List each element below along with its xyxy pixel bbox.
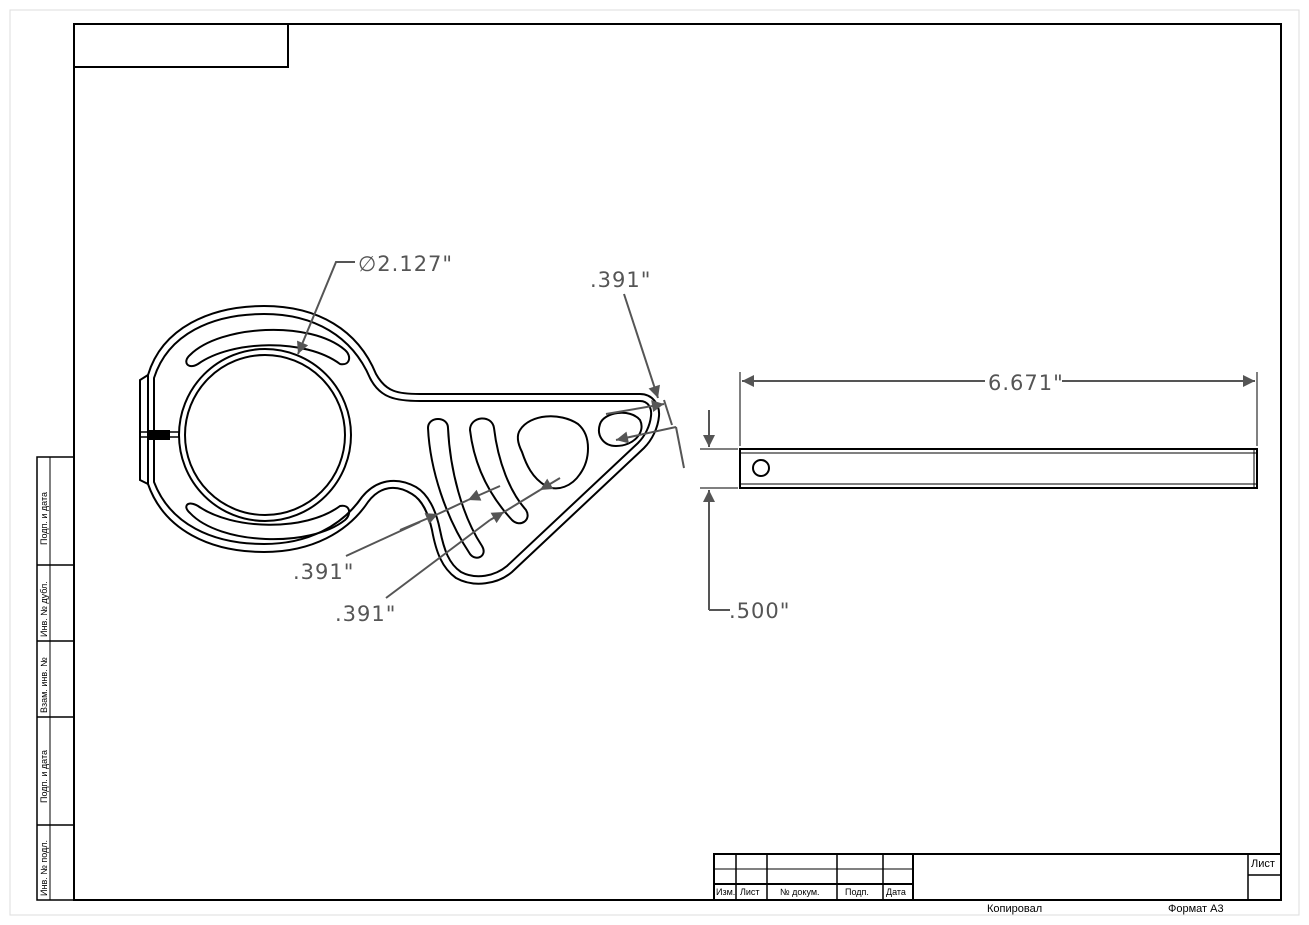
title-block: Изм. Лист № докум. Подп. Дата Лист Копир… xyxy=(713,853,1282,915)
dim-bar-length: 6.671" xyxy=(988,371,1064,395)
split-boss xyxy=(139,374,149,485)
arm-slot-2 xyxy=(468,417,529,525)
format-label: Формат А3 xyxy=(1168,903,1224,915)
diameter-leader xyxy=(297,261,355,355)
sheet-label: Лист xyxy=(1251,858,1275,870)
copied-label: Копировал xyxy=(987,903,1042,915)
dim-slot-width-left: .391" xyxy=(293,560,354,584)
dim-ring-diameter: ∅2.127" xyxy=(358,252,453,276)
col-date: Дата xyxy=(886,887,906,897)
side-label-podp-data-top: Подп. и дата xyxy=(39,492,49,545)
drawing-frame xyxy=(73,23,1282,901)
top-left-stamp xyxy=(73,23,289,68)
ring-bore xyxy=(178,348,352,522)
lower-crescent-slot xyxy=(185,502,351,541)
dimension-lines xyxy=(297,261,1258,611)
upper-crescent-slot xyxy=(185,328,351,368)
sheet-outer-edge xyxy=(9,9,1300,916)
dim-slot-width-bottom: .391" xyxy=(335,602,396,626)
end-slot xyxy=(598,411,643,448)
col-docnum: № докум. xyxy=(780,887,820,897)
dim-bar-thickness: .500" xyxy=(729,599,790,623)
bar-body xyxy=(739,448,1258,489)
ring-bore-inner xyxy=(184,354,346,516)
bar-side-view xyxy=(739,448,1258,489)
bar-hole xyxy=(752,459,770,477)
side-label-podp-data-bottom: Подп. и дата xyxy=(39,750,49,803)
bracket-outer-outline xyxy=(147,304,661,585)
bracket-outer-outline-inner xyxy=(153,312,653,578)
side-label-inv-dubl: Инв. № дубл. xyxy=(39,581,49,637)
col-list: Лист xyxy=(740,887,760,897)
side-stamp: Подп. и дата Инв. № дубл. Взам. инв. № П… xyxy=(36,456,75,901)
clamp-bracket-front-view xyxy=(139,304,661,585)
col-podp: Подп. xyxy=(845,887,869,897)
side-label-inv-podl: Инв. № подл. xyxy=(39,840,49,896)
arm-slot-1 xyxy=(426,418,485,559)
side-label-vzam-inv: Взам. инв. № xyxy=(39,657,49,713)
col-izm: Изм. xyxy=(716,887,735,897)
dim-slot-width-top: .391" xyxy=(590,268,651,292)
arm-pocket xyxy=(516,415,589,490)
